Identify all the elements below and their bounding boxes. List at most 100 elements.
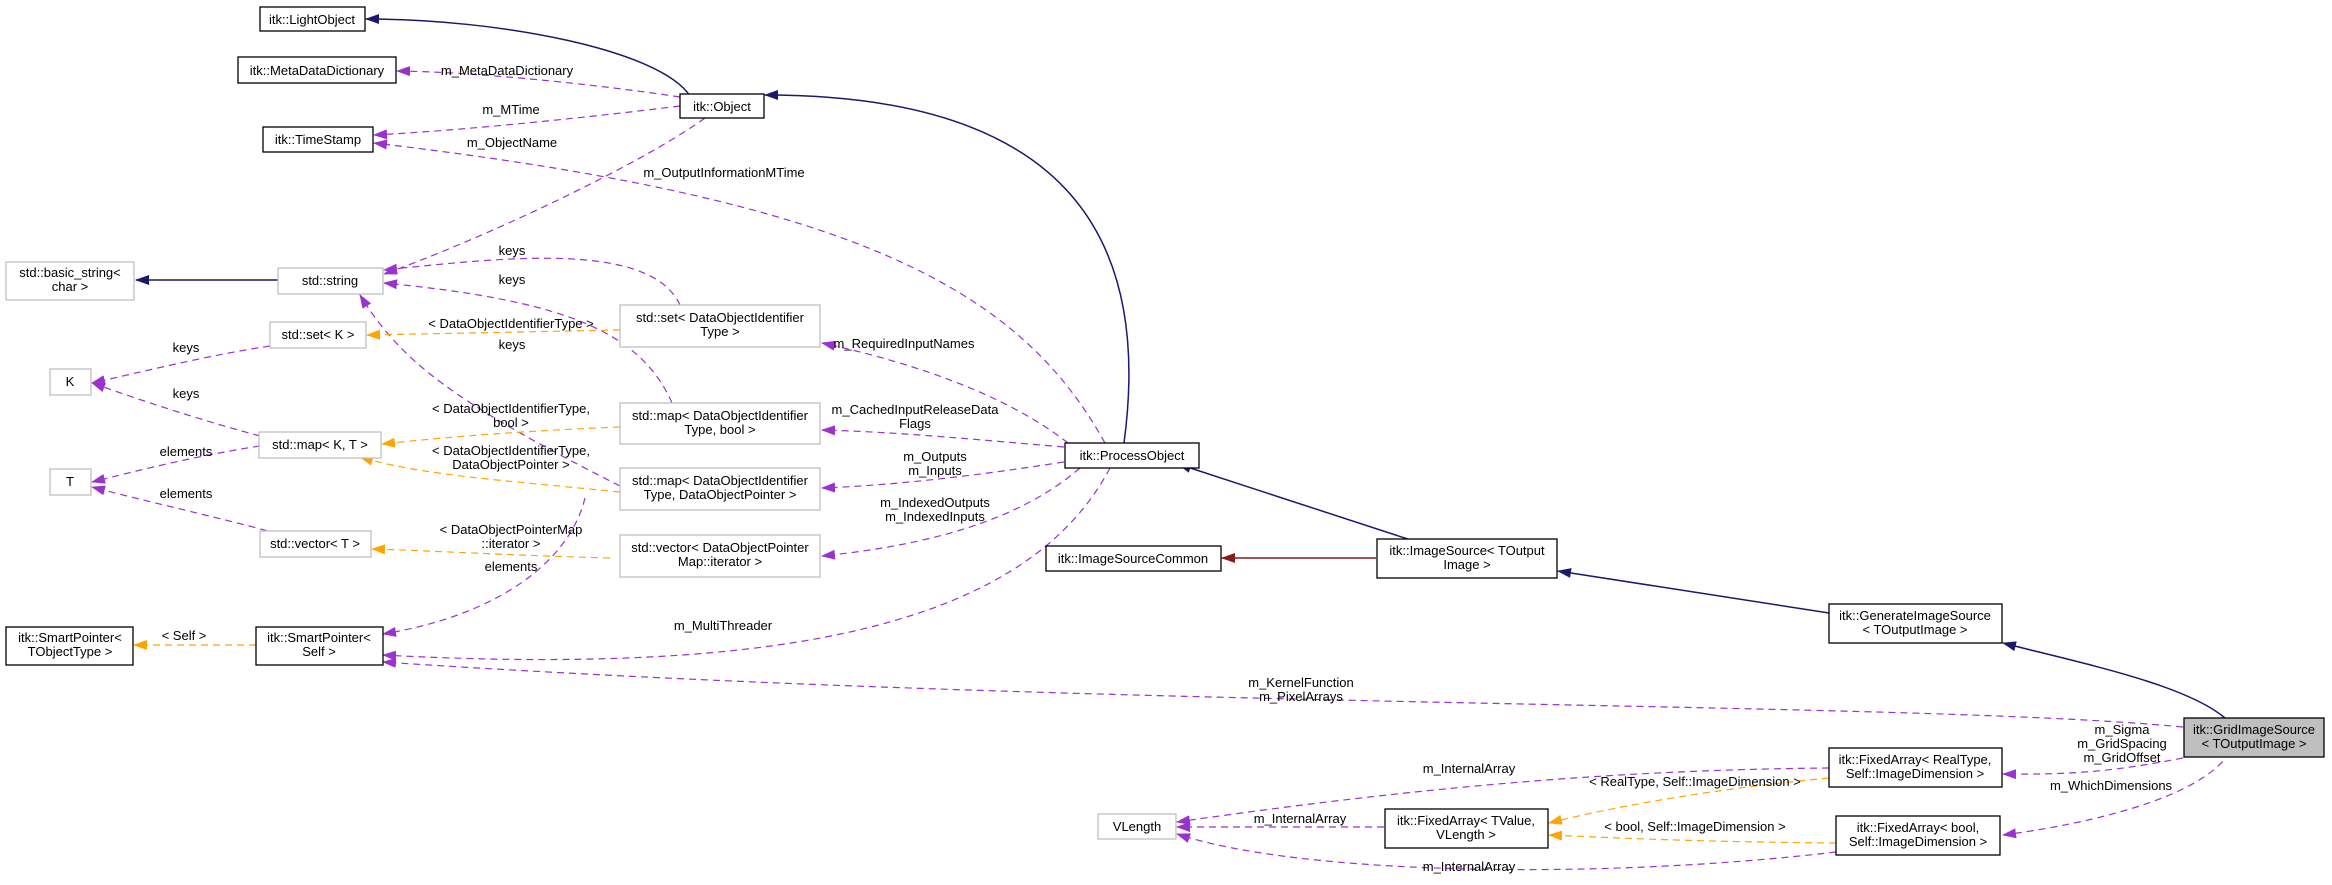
edge-timestamp-to-processobject xyxy=(373,139,1106,444)
node-itk-lightobject[interactable]: itk::LightObject xyxy=(259,6,366,32)
node-vlength[interactable]: VLength xyxy=(1097,813,1177,840)
edge-k-to-map-kt xyxy=(91,382,261,437)
node-itk-imagesourcecommon[interactable]: itk::ImageSourceCommon xyxy=(1045,545,1222,572)
svg-text:itk::ImageSourceCommon: itk::ImageSourceCommon xyxy=(1058,551,1208,566)
svg-text:K: K xyxy=(66,374,75,389)
text-line: Map::iterator > xyxy=(678,554,762,569)
node-std-set-k[interactable]: std::set< K > xyxy=(269,321,367,349)
node-std-basic-string[interactable]: std::basic_string<char > xyxy=(5,261,135,301)
node-itk-gridimagesource[interactable]: itk::GridImageSource< TOutputImage > xyxy=(2183,717,2325,758)
edge-fixedarray-real-to-gridimagesource xyxy=(2002,757,2184,780)
node-itk-smartpointer-self[interactable]: itk::SmartPointer<Self > xyxy=(255,626,384,666)
text-line: < DataObjectIdentifierType, xyxy=(432,443,590,458)
text-line: VLength xyxy=(1113,819,1161,834)
svg-text:itk::LightObject: itk::LightObject xyxy=(269,12,355,27)
text-line: m_GridSpacing xyxy=(2077,736,2167,751)
text-line: Type, DataObjectPointer > xyxy=(644,487,797,502)
text-line: itk::TimeStamp xyxy=(275,132,361,147)
svg-text:std::set< K >: std::set< K > xyxy=(282,327,355,342)
label-tpl-map-pointer: < DataObjectIdentifierType,DataObjectPoi… xyxy=(432,443,590,472)
text-line: DataObjectPointer > xyxy=(452,457,569,472)
label-elements-vector-t: elements xyxy=(160,486,213,501)
text-line: elements xyxy=(160,486,213,501)
text-line: m_InternalArray xyxy=(1423,859,1516,874)
edge-vlength-to-fixedarray-bool xyxy=(1176,833,1837,871)
text-line: Self::ImageDimension > xyxy=(1849,834,1987,849)
label-tpl-set: < DataObjectIdentifierType > xyxy=(428,316,593,331)
text-line: m_CachedInputReleaseData xyxy=(832,402,1000,417)
label-tpl-bool: < bool, Self::ImageDimension > xyxy=(1604,819,1785,834)
text-line: VLength > xyxy=(1436,827,1496,842)
text-line: Self::ImageDimension > xyxy=(1846,766,1984,781)
label-which-dimensions: m_WhichDimensions xyxy=(2050,778,2173,793)
text-line: m_Outputs xyxy=(903,449,967,464)
edge-tpl-realtype xyxy=(1548,777,1830,825)
text-line: keys xyxy=(499,243,526,258)
text-line: Image > xyxy=(1443,557,1490,572)
edge-tpl-vector xyxy=(371,544,611,559)
text-line: m_GridOffset xyxy=(2083,750,2160,765)
text-line: itk::FixedArray< RealType, xyxy=(1839,752,1992,767)
text-line: K xyxy=(66,374,75,389)
node-itk-fixedarray-realtype[interactable]: itk::FixedArray< RealType,Self::ImageDim… xyxy=(1828,747,2003,788)
text-line: std::map< DataObjectIdentifier xyxy=(632,408,809,423)
text-line: < DataObjectIdentifierType > xyxy=(428,316,593,331)
text-line: itk::FixedArray< bool, xyxy=(1857,820,1979,835)
text-line: std::map< DataObjectIdentifier xyxy=(632,473,809,488)
text-line: < DataObjectPointerMap xyxy=(440,522,583,537)
svg-text:itk::GenerateImageSource< TOut: itk::GenerateImageSource< TOutputImage > xyxy=(1839,608,1991,637)
svg-text:itk::Object: itk::Object xyxy=(693,99,751,114)
node-t[interactable]: T xyxy=(49,468,92,496)
label-keys-set-k: keys xyxy=(173,340,200,355)
text-line: < DataObjectIdentifierType, xyxy=(432,401,590,416)
svg-text:std::string: std::string xyxy=(302,273,358,288)
text-line: keys xyxy=(173,386,200,401)
svg-text:VLength: VLength xyxy=(1113,819,1161,834)
text-line: Flags xyxy=(899,416,931,431)
node-itk-timestamp[interactable]: itk::TimeStamp xyxy=(262,126,374,153)
node-std-string[interactable]: std::string xyxy=(277,267,384,295)
label-keys-map-k: keys xyxy=(173,386,200,401)
node-itk-fixedarray-bool[interactable]: itk::FixedArray< bool,Self::ImageDimensi… xyxy=(1835,815,2001,856)
svg-text:std::map< DataObjectIdentifier: std::map< DataObjectIdentifierType, Data… xyxy=(632,473,809,502)
text-line: itk::Object xyxy=(693,99,751,114)
svg-text:std::vector< T >: std::vector< T > xyxy=(270,536,360,551)
node-std-vector-t[interactable]: std::vector< T > xyxy=(259,530,372,558)
node-itk-smartpointer-tobjecttype[interactable]: itk::SmartPointer<TObjectType > xyxy=(5,626,134,666)
node-std-map-k-t[interactable]: std::map< K, T > xyxy=(258,431,382,459)
text-line: < bool, Self::ImageDimension > xyxy=(1604,819,1785,834)
node-itk-object[interactable]: itk::Object xyxy=(679,93,765,119)
edge-k-to-set-k xyxy=(91,345,271,386)
svg-text:itk::ImageSource< TOutputImage: itk::ImageSource< TOutputImage > xyxy=(1389,543,1545,572)
label-tpl-realtype: < RealType, Self::ImageDimension > xyxy=(1589,774,1801,789)
node-itk-processobject[interactable]: itk::ProcessObject xyxy=(1064,442,1200,469)
text-line: itk::MetaDataDictionary xyxy=(250,63,385,78)
text-line: std::map< K, T > xyxy=(272,437,368,452)
svg-text:T: T xyxy=(66,474,74,489)
node-k[interactable]: K xyxy=(49,368,92,396)
text-line: T xyxy=(66,474,74,489)
svg-text:std::map< K, T >: std::map< K, T > xyxy=(272,437,368,452)
edge-string-to-set-dataobject xyxy=(383,257,681,306)
node-itk-generateimagesource[interactable]: itk::GenerateImageSource< TOutputImage > xyxy=(1828,603,2003,644)
node-itk-fixedarray-tvalue-vlength[interactable]: itk::FixedArray< TValue,VLength > xyxy=(1384,808,1549,849)
text-line: m_MetaDataDictionary xyxy=(441,63,574,78)
text-line: m_OutputInformationMTime xyxy=(643,165,804,180)
text-line: TObjectType > xyxy=(28,644,113,659)
label-mtime: m_MTime xyxy=(482,102,539,117)
svg-text:itk::GridImageSource< TOutputI: itk::GridImageSource< TOutputImage > xyxy=(2193,722,2315,751)
edge-object-to-lightobject xyxy=(365,14,691,97)
text-line: Type, bool > xyxy=(684,422,755,437)
text-line: m_KernelFunction xyxy=(1248,675,1354,690)
label-internal-array-real: m_InternalArray xyxy=(1423,761,1516,776)
edge-gridimagesource-to-generateimagesource xyxy=(2002,641,2226,719)
node-itk-metadatadictionary[interactable]: itk::MetaDataDictionary xyxy=(237,56,397,84)
